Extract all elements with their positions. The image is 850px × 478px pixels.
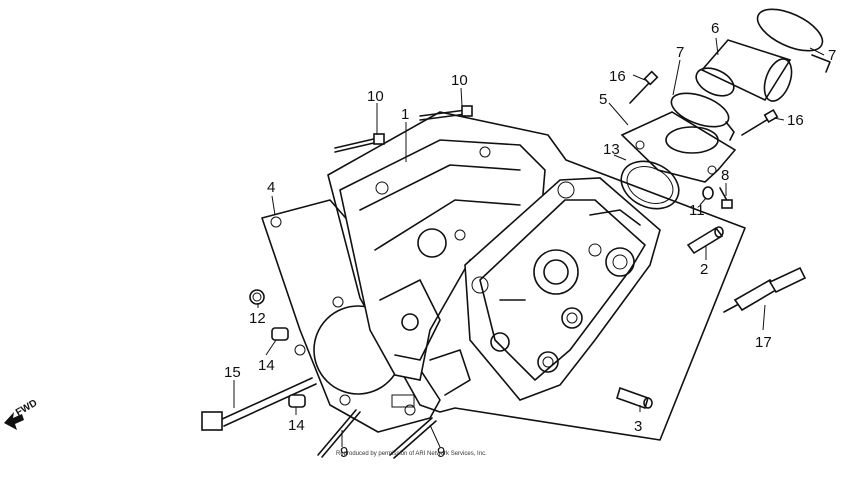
- intake-joint: [695, 39, 793, 102]
- callout-7-upper: 7: [828, 47, 836, 64]
- spark-plug: [723, 266, 807, 313]
- stud-9-right: [389, 417, 437, 459]
- copyright-notice: Reproduced by permission of ARI Network …: [336, 451, 487, 457]
- washer-11: [702, 186, 714, 200]
- callout-12: 12: [249, 310, 266, 327]
- callout-7-lower: 7: [676, 44, 684, 61]
- callout-16-right: 16: [787, 112, 804, 129]
- forward-direction-indicator: FWD: [4, 398, 39, 430]
- callout-9-left: 9: [340, 444, 348, 461]
- callout-13: 13: [603, 141, 620, 158]
- callout-17: 17: [755, 334, 772, 351]
- carburetor-insulator: [620, 111, 737, 183]
- leader-lines: [233, 37, 825, 448]
- callout-10-left: 10: [367, 88, 384, 105]
- insulator-o-ring: [620, 160, 680, 210]
- bolt-16-upper: [629, 70, 659, 104]
- callout-4: 4: [267, 179, 275, 196]
- fwd-label: FWD: [14, 398, 39, 419]
- head-top-face: [464, 177, 661, 401]
- insulator-band-lower: [670, 92, 735, 141]
- callout-10-right: 10: [451, 72, 468, 89]
- callout-9-right: 9: [437, 444, 445, 461]
- callout-14-lower: 14: [288, 417, 305, 434]
- bolt-10-right: [419, 105, 473, 121]
- dowel-14-upper: [271, 327, 289, 341]
- callout-1: 1: [401, 106, 409, 123]
- callout-14-upper: 14: [258, 357, 275, 374]
- insulator-band-upper: [756, 8, 831, 73]
- callout-5: 5: [599, 91, 607, 108]
- callout-3: 3: [634, 418, 642, 435]
- callout-15: 15: [224, 364, 241, 381]
- bolt-8: [719, 187, 733, 209]
- callout-2: 2: [700, 261, 708, 278]
- callout-11: 11: [689, 202, 705, 219]
- dowel-14-lower: [288, 394, 306, 408]
- dowel-pin-3: [616, 386, 653, 410]
- o-ring-12: [249, 289, 265, 305]
- bolt-16-right: [741, 108, 779, 136]
- bolt-10-left: [334, 133, 385, 153]
- callout-16-upper: 16: [609, 68, 626, 85]
- cylinder-head-body: [339, 139, 546, 396]
- callout-6: 6: [711, 20, 719, 37]
- stud-9-left: [317, 409, 361, 458]
- long-bolt-15: [201, 377, 317, 431]
- fwd-arrow-icon: [4, 412, 24, 430]
- callout-numbers: 1 2 3 4 5 6 7 7 8 9 9 10 10 11 12 13 14 …: [224, 20, 836, 461]
- dowel-pin-2: [686, 226, 724, 255]
- callout-8: 8: [721, 167, 729, 184]
